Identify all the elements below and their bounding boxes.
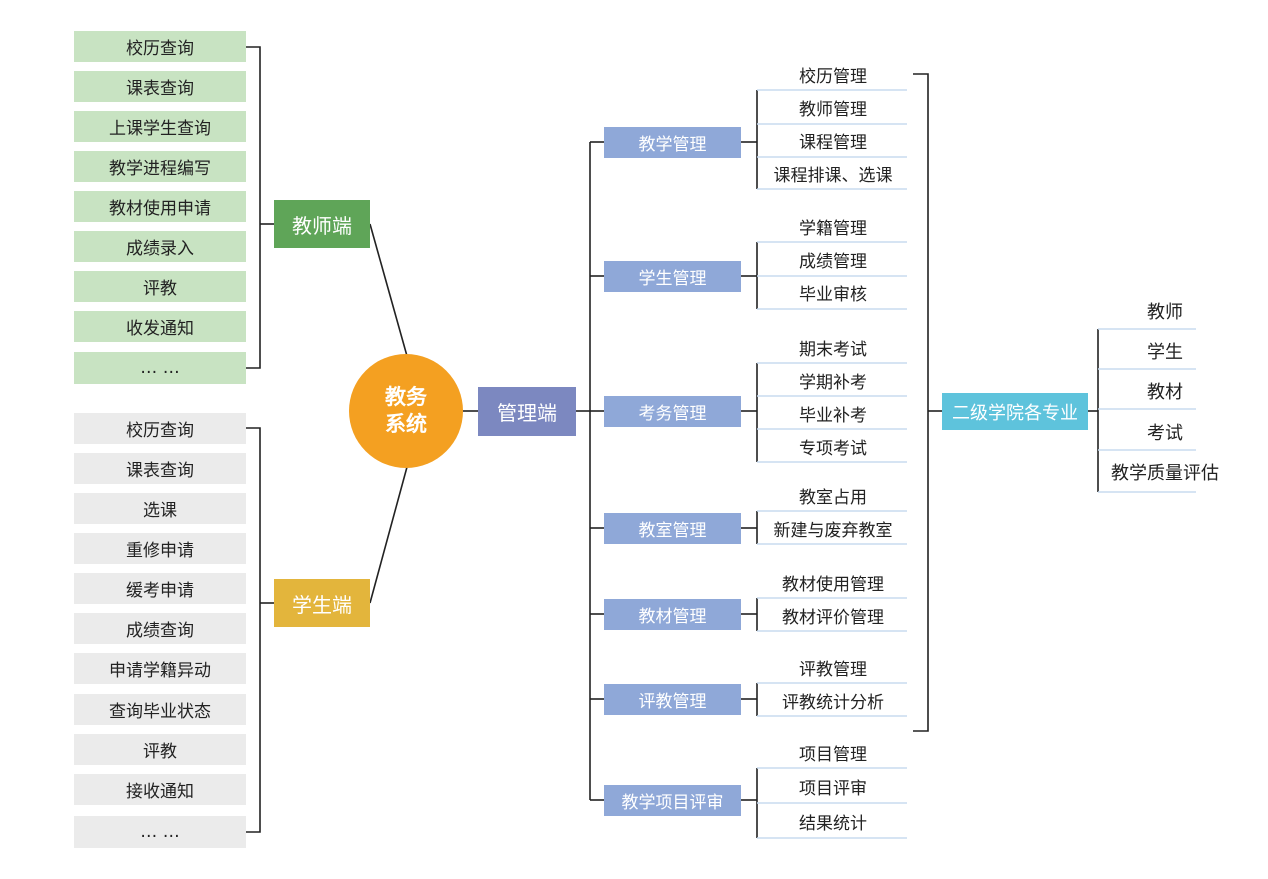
leaf-item: 教室占用 <box>760 481 906 509</box>
leaf-item: 评教统计分析 <box>760 686 906 714</box>
college-hub: 二级学院各专业 <box>942 393 1088 430</box>
leaf-item: 校历管理 <box>760 60 906 88</box>
leaf-item: 学期补考 <box>760 366 906 394</box>
teacher-item-more: … … <box>74 352 246 384</box>
group-project-review: 教学项目评审 <box>604 785 741 816</box>
leaf-item: 期末考试 <box>760 333 906 361</box>
student-item-notices: 接收通知 <box>74 774 246 805</box>
leaf-item: 毕业补考 <box>760 399 906 427</box>
group-exam-mgmt: 考务管理 <box>604 396 741 427</box>
center-label-line1: 教务 <box>385 385 427 409</box>
teacher-item-teaching-progress: 教学进程编写 <box>74 151 246 182</box>
leaf-item: 项目评审 <box>760 772 906 801</box>
student-item-deferred-exam: 缓考申请 <box>74 573 246 604</box>
teacher-item-class-students: 上课学生查询 <box>74 111 246 142</box>
group-teaching-mgmt: 教学管理 <box>604 127 741 158</box>
leaf-item: 项目管理 <box>760 738 906 766</box>
center-label-line2: 系统 <box>385 412 427 436</box>
college-item: 学生 <box>1100 336 1230 366</box>
group-student-mgmt: 学生管理 <box>604 261 741 292</box>
teacher-item-grade-entry: 成绩录入 <box>74 231 246 262</box>
leaf-item: 教材使用管理 <box>760 568 906 596</box>
leaf-item: 教材评价管理 <box>760 601 906 629</box>
teacher-item-calendar: 校历查询 <box>74 31 246 62</box>
student-item-course-selection: 选课 <box>74 493 246 524</box>
group-textbook-mgmt: 教材管理 <box>604 599 741 630</box>
student-item-schedule: 课表查询 <box>74 453 246 484</box>
admin-hub: 管理端 <box>478 387 576 436</box>
college-item: 教师 <box>1100 296 1230 326</box>
student-item-calendar: 校历查询 <box>74 413 246 444</box>
leaf-item: 成绩管理 <box>760 245 906 274</box>
college-item: 考试 <box>1100 417 1230 447</box>
center-node: 教务 系统 <box>349 354 463 468</box>
leaf-item: 学籍管理 <box>760 212 906 240</box>
leaf-item: 课程排课、选课 <box>760 159 906 187</box>
student-item-evaluation: 评教 <box>74 734 246 765</box>
group-classroom-mgmt: 教室管理 <box>604 513 741 544</box>
leaf-item: 新建与废弃教室 <box>760 514 906 542</box>
teacher-item-schedule: 课表查询 <box>74 71 246 102</box>
student-item-retake: 重修申请 <box>74 533 246 564</box>
group-evaluation-mgmt: 评教管理 <box>604 684 741 715</box>
teacher-item-evaluation: 评教 <box>74 271 246 302</box>
student-item-more: … … <box>74 816 246 848</box>
teacher-item-notices: 收发通知 <box>74 311 246 342</box>
leaf-item: 专项考试 <box>760 432 906 460</box>
leaf-item: 课程管理 <box>760 126 906 155</box>
student-item-graduation-status: 查询毕业状态 <box>74 694 246 725</box>
leaf-item: 评教管理 <box>760 653 906 681</box>
college-item: 教学质量评估 <box>1100 457 1230 487</box>
leaf-item: 毕业审核 <box>760 278 906 307</box>
student-item-status-change: 申请学籍异动 <box>74 653 246 684</box>
teacher-item-textbook-request: 教材使用申请 <box>74 191 246 222</box>
leaf-item: 结果统计 <box>760 807 906 836</box>
student-item-grades: 成绩查询 <box>74 613 246 644</box>
college-item: 教材 <box>1100 376 1230 406</box>
student-hub: 学生端 <box>274 579 370 627</box>
leaf-item: 教师管理 <box>760 93 906 122</box>
teacher-hub: 教师端 <box>274 200 370 248</box>
